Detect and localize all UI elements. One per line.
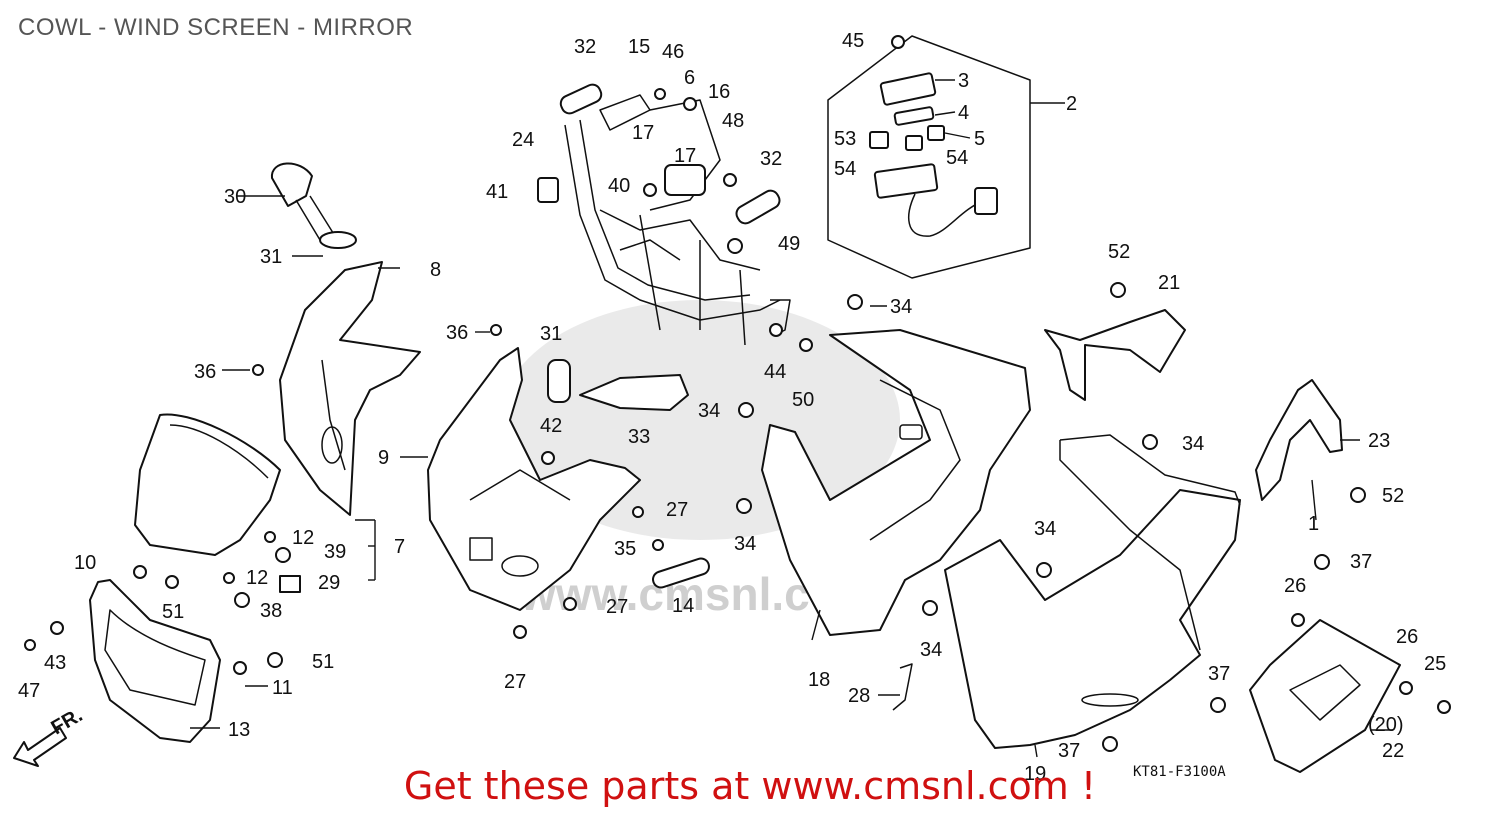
part-label: 46 — [662, 41, 684, 63]
part-label: 34 — [698, 400, 720, 422]
part-label: 53 — [834, 128, 856, 150]
headlight-rim — [89, 579, 221, 743]
part-label: 32 — [574, 36, 596, 58]
part-label: 43 — [44, 652, 66, 674]
part-label: 16 — [708, 81, 730, 103]
part-label: 52 — [1108, 241, 1130, 263]
cowl-stay-33 — [547, 359, 689, 411]
middle-cowl — [761, 329, 1031, 636]
part-label: 24 — [512, 129, 534, 151]
part-label: (20) — [1368, 714, 1404, 736]
windscreen — [134, 413, 281, 556]
part-label: 15 — [628, 36, 650, 58]
part-label: 31 — [540, 323, 562, 345]
mirror — [270, 162, 357, 249]
part-label: 40 — [608, 175, 630, 197]
part-label: 4 — [958, 102, 969, 124]
part-label: 54 — [834, 158, 856, 180]
part-label: 11 — [272, 677, 293, 699]
part-label: 48 — [722, 110, 744, 132]
part-label: 6 — [684, 67, 695, 89]
part-label: 21 — [1158, 272, 1180, 294]
part-label: 37 — [1208, 663, 1230, 685]
upper-stay-frame — [537, 83, 791, 346]
part-label: 26 — [1284, 575, 1306, 597]
part-label: 8 — [430, 259, 441, 281]
part-label: 26 — [1396, 626, 1418, 648]
part-label: 5 — [974, 128, 985, 150]
part-label: 31 — [260, 246, 282, 268]
part-label: 41 — [486, 181, 508, 203]
page-title: COWL - WIND SCREEN - MIRROR — [18, 14, 414, 41]
part-label: 30 — [224, 186, 246, 208]
part-label: 49 — [778, 233, 800, 255]
electrical-box-group — [827, 35, 1031, 279]
part-label: 44 — [764, 361, 786, 383]
leader-lines — [190, 79, 1393, 758]
part-label: 52 — [1382, 485, 1404, 507]
part-label: 36 — [446, 322, 468, 344]
side-panel-22 — [1249, 619, 1401, 773]
part-label: 47 — [18, 680, 40, 702]
part-label: 14 — [672, 595, 694, 617]
part-label: 9 — [378, 447, 389, 469]
part-label: 37 — [1058, 740, 1080, 762]
part-label: 10 — [74, 552, 96, 574]
part-label: 51 — [312, 651, 334, 673]
part-label: 33 — [628, 426, 650, 448]
front-arrow-icon: FR. — [13, 704, 86, 767]
part-label: 39 — [324, 541, 346, 563]
part-label: 34 — [1034, 518, 1056, 540]
inner-cowl-left — [427, 347, 641, 611]
part-label: 36 — [194, 361, 216, 383]
part-label: 19 — [1024, 763, 1046, 785]
part-label: 27 — [504, 671, 526, 693]
part-label: 12 — [292, 527, 314, 549]
part-label: 12 — [246, 567, 268, 589]
bracket-23 — [1255, 379, 1343, 501]
part-label: 23 — [1368, 430, 1390, 452]
part-label: 3 — [958, 70, 969, 92]
bracket-21 — [1044, 309, 1186, 401]
part-label: 35 — [614, 538, 636, 560]
part-label: 38 — [260, 600, 282, 622]
part-label: 17 — [674, 145, 696, 167]
small-bolts — [24, 35, 1451, 752]
part-label: 1 — [1308, 513, 1319, 535]
part-label: 34 — [734, 533, 756, 555]
upper-cowl — [279, 261, 421, 516]
part-label: 25 — [1424, 653, 1446, 675]
part-label: 34 — [1182, 433, 1204, 455]
part-label: 34 — [920, 639, 942, 661]
lower-cowl — [944, 434, 1241, 749]
part-label: 32 — [760, 148, 782, 170]
part-label: 37 — [1350, 551, 1372, 573]
part-label: 50 — [792, 389, 814, 411]
part-label: 45 — [842, 30, 864, 52]
promo-link[interactable]: Get these parts at www.cmsnl.com ! — [403, 764, 1097, 808]
part-label: 28 — [848, 685, 870, 707]
part-label: 18 — [808, 669, 830, 691]
part-label: 27 — [606, 596, 628, 618]
part-label: 13 — [228, 719, 250, 741]
part-label: 2 — [1066, 93, 1077, 115]
trim-14 — [652, 557, 710, 589]
diagram-code: KT81-F3100A — [1133, 764, 1226, 780]
part-label: 51 — [162, 601, 184, 623]
part-label: 54 — [946, 147, 968, 169]
part-label: 17 — [632, 122, 654, 144]
part-label: 29 — [318, 572, 340, 594]
part-labels: 2 3 4 5 53 54 54 45 32 15 46 6 16 48 24 … — [18, 30, 1446, 785]
part-label: 27 — [666, 499, 688, 521]
part-label: 7 — [394, 536, 405, 558]
part-label: 34 — [890, 296, 912, 318]
part-label: 42 — [540, 415, 562, 437]
part-label: 22 — [1382, 740, 1404, 762]
